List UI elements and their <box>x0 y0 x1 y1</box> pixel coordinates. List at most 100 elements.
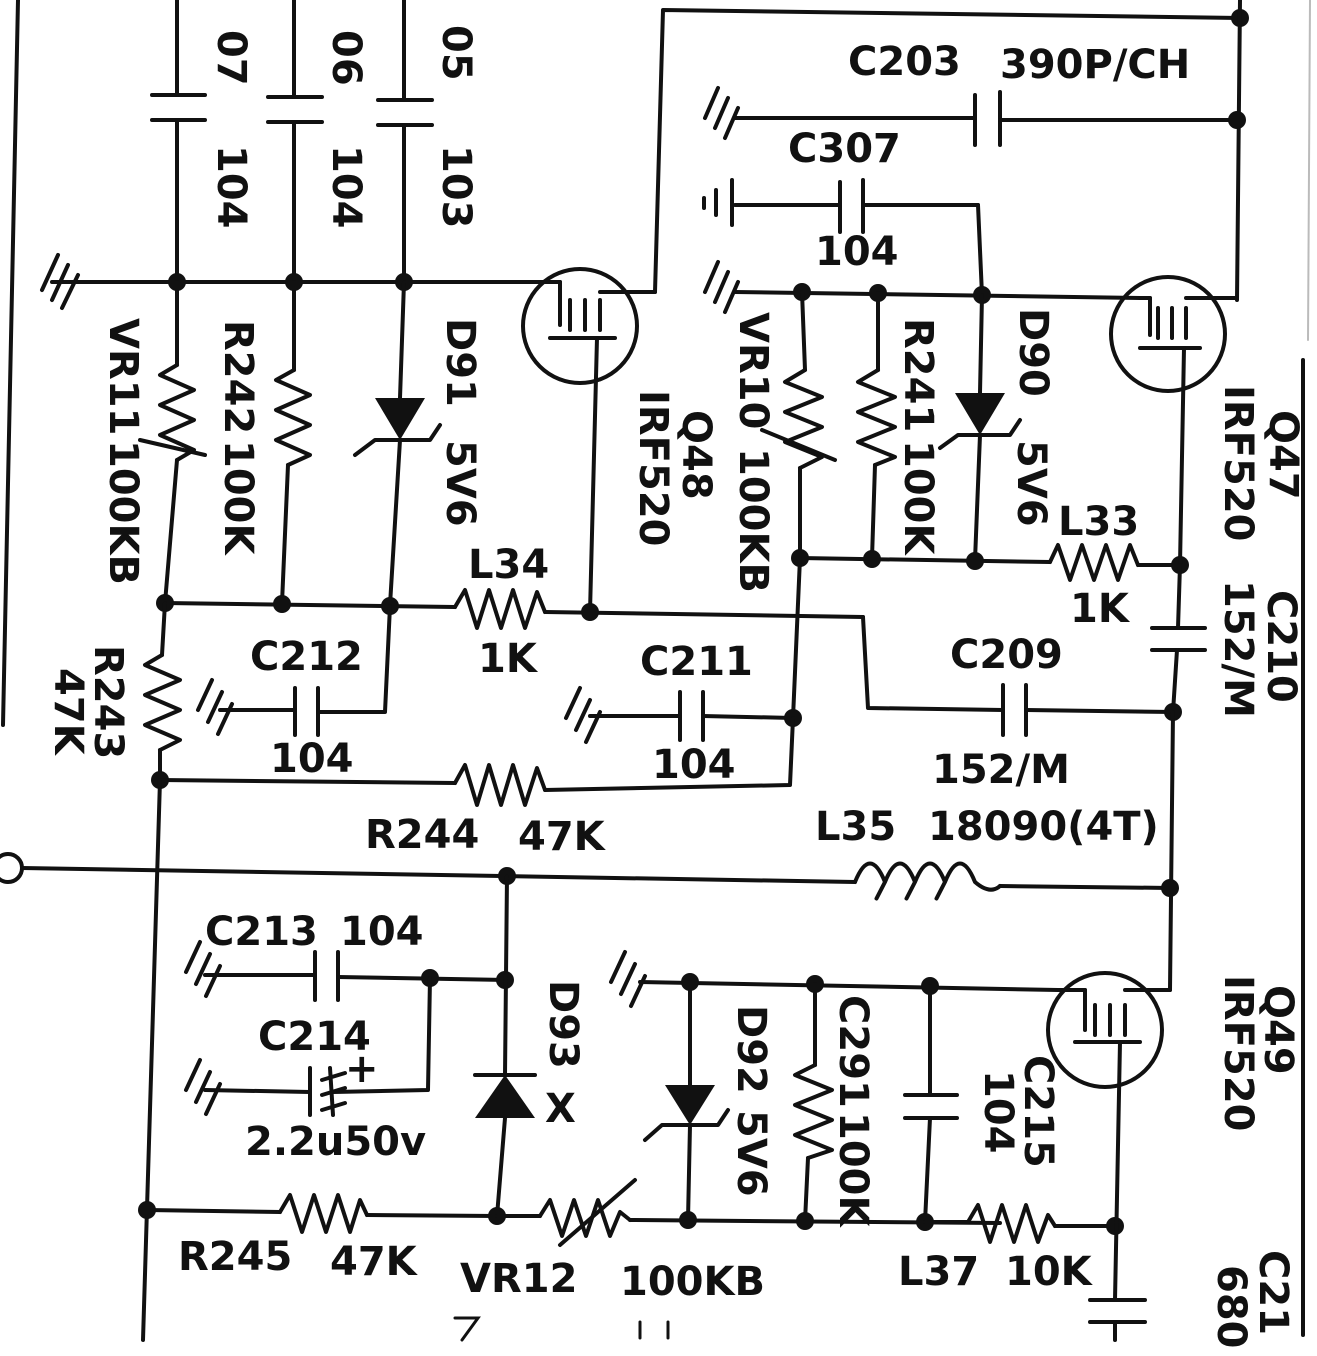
q49-label: Q49 <box>1255 985 1301 1075</box>
c215-capacitor <box>903 984 959 1224</box>
l35-value: 18090(4T) <box>928 804 1159 850</box>
clipped-marks <box>453 1316 670 1342</box>
r243-label: R243 <box>85 645 131 759</box>
vr11-potentiometer <box>138 280 207 605</box>
c209-value: 152/M <box>932 747 1070 793</box>
c203-capacitor <box>703 86 1239 147</box>
d90-label: D90 <box>1010 308 1056 397</box>
c205-value: 103 <box>433 145 479 229</box>
c210-value: 152/M <box>1215 580 1261 718</box>
r245-label: R245 <box>178 1234 292 1280</box>
c307-value: 104 <box>815 229 899 275</box>
r243-value: 47K <box>45 668 91 757</box>
d91-zener <box>353 280 442 607</box>
l33-resistor <box>1048 543 1182 582</box>
c214-capacitor <box>184 976 432 1117</box>
c203-label: C203 <box>848 39 961 85</box>
c209-capacitor <box>1001 683 1175 737</box>
d92-value: 5V6 <box>728 1110 774 1197</box>
vr10-potentiometer <box>760 290 837 560</box>
l37-label: L37 <box>898 1249 979 1295</box>
c213-capacitor <box>184 940 509 1002</box>
vr11-label: VR11 <box>100 318 146 435</box>
ground-symbol <box>609 950 647 1008</box>
c210-capacitor <box>1150 563 1207 714</box>
c210-label: C210 <box>1258 590 1304 703</box>
c214-polarity: + <box>345 1046 379 1092</box>
q49-mosfet <box>1046 971 1172 1302</box>
c307-capacitor <box>702 178 984 297</box>
r244-label: R244 <box>365 812 479 858</box>
d92-zener <box>643 980 730 1222</box>
r241-resistor <box>856 291 897 560</box>
ground-symbol <box>703 260 740 314</box>
c207-value: 104 <box>208 145 254 229</box>
q47-type: IRF520 <box>1215 385 1261 542</box>
vr12-value: 100KB <box>620 1259 765 1305</box>
l34-resistor <box>453 588 865 630</box>
c21x-capacitor <box>1088 1298 1147 1342</box>
c206-value: 104 <box>323 145 369 229</box>
c307-label: C307 <box>788 126 901 172</box>
c212-capacitor <box>196 604 392 737</box>
d90-zener <box>938 293 1022 562</box>
l34-label: L34 <box>468 542 549 588</box>
r241-value: 100K <box>895 440 941 556</box>
l33-label: L33 <box>1058 499 1139 545</box>
r243-resistor <box>143 601 182 782</box>
c291-label: C291 <box>830 995 876 1108</box>
d93-mark: X <box>545 1086 576 1132</box>
r242-resistor <box>274 280 312 605</box>
left-capacitor-bank <box>150 0 434 284</box>
vr10-label: VR10 <box>730 312 776 429</box>
c291-resistor <box>793 982 834 1223</box>
c21x-value: 680 <box>1208 1265 1254 1349</box>
c209-label: C209 <box>950 632 1063 678</box>
l37-value: 10K <box>1005 1249 1094 1295</box>
input-terminal <box>0 852 857 884</box>
c291-value: 100K <box>830 1112 876 1228</box>
l33-value: 1K <box>1070 586 1131 632</box>
c21x-label: C21 <box>1250 1250 1296 1335</box>
d91-value: 5V6 <box>437 440 483 527</box>
r244-resistor <box>158 716 795 807</box>
c211-value: 104 <box>652 742 736 788</box>
q48-type: IRF520 <box>630 390 676 547</box>
r244-value: 47K <box>518 814 607 860</box>
d93-label: D93 <box>540 980 586 1069</box>
c211-label: C211 <box>640 639 753 685</box>
c212-value: 104 <box>270 736 354 782</box>
q48-mosfet <box>521 267 657 614</box>
q47-label: Q47 <box>1260 410 1306 500</box>
d91-label: D91 <box>437 318 483 407</box>
l35-label: L35 <box>815 804 896 850</box>
q49-type: IRF520 <box>1215 975 1261 1132</box>
q47-mosfet <box>1109 275 1239 567</box>
c215-label: C215 <box>1015 1055 1061 1168</box>
r242-label: R242 <box>215 320 261 434</box>
r245-resistor <box>145 1193 499 1234</box>
d90-value: 5V6 <box>1008 440 1054 527</box>
d92-label: D92 <box>728 1005 774 1094</box>
c212-label: C212 <box>250 634 363 680</box>
c214-label: C214 <box>258 1014 371 1060</box>
l37-resistor <box>923 1203 1117 1244</box>
c213-value: 104 <box>340 909 424 955</box>
c211-capacitor <box>564 686 795 744</box>
vr12-label: VR12 <box>460 1256 577 1302</box>
c205-label: 05 <box>433 25 479 81</box>
ground-symbol <box>40 253 179 310</box>
c213-label: C213 <box>205 909 318 955</box>
r241-label: R241 <box>895 318 941 432</box>
d93-diode <box>473 874 537 1218</box>
vr11-value: 100KB <box>100 440 146 585</box>
c214-value: 2.2u50v <box>245 1119 426 1165</box>
c206-label: 06 <box>323 30 369 86</box>
c203-value: 390P/CH <box>1000 42 1190 88</box>
q48-label: Q48 <box>673 410 719 500</box>
vr10-value: 100KB <box>730 448 776 593</box>
r245-value: 47K <box>330 1239 419 1285</box>
l34-value: 1K <box>478 636 539 682</box>
